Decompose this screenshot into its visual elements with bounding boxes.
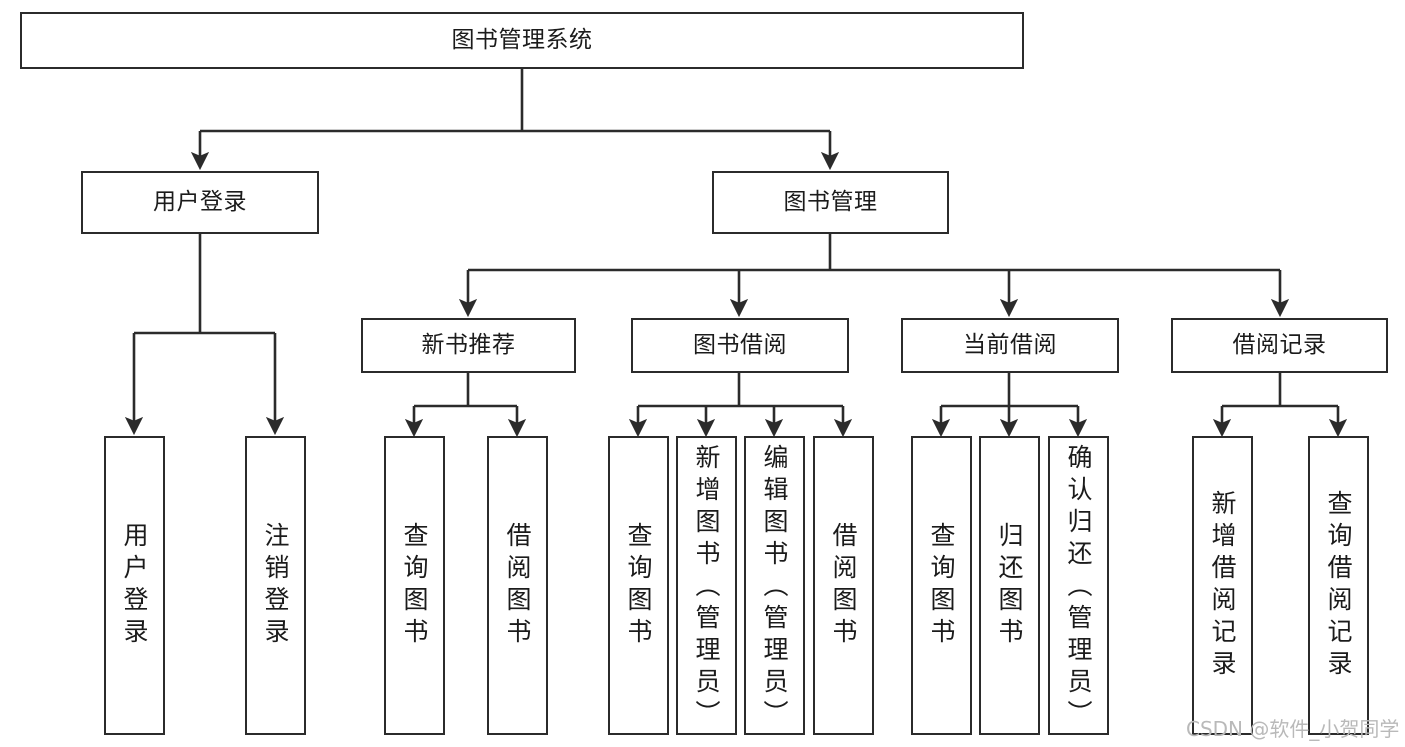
- leaf-records-query-record[interactable]: 查询借阅记录: [1308, 436, 1369, 735]
- leaf-borrow-query-book[interactable]: 查询图书: [608, 436, 669, 735]
- node-label: 用户登录: [153, 188, 247, 215]
- node-label: 确认归还（管理员）: [1064, 444, 1093, 732]
- node-label: 注销登录: [261, 521, 290, 650]
- node-label: 图书借阅: [693, 331, 787, 358]
- leaf-current-confirm-return-admin[interactable]: 确认归还（管理员）: [1048, 436, 1109, 735]
- node-label: 新书推荐: [421, 331, 516, 358]
- node-label: 查询图书: [400, 521, 429, 650]
- node-book-management[interactable]: 图书管理: [712, 171, 949, 234]
- node-label: 新增图书（管理员）: [692, 444, 721, 732]
- csdn-watermark: CSDN @软件_小贺同学: [1186, 717, 1400, 741]
- leaf-borrow-borrow-book[interactable]: 借阅图书: [813, 436, 874, 735]
- node-label: 借阅图书: [829, 521, 858, 650]
- node-root-system[interactable]: 图书管理系统: [20, 12, 1024, 69]
- node-book-borrow[interactable]: 图书借阅: [631, 318, 849, 373]
- leaf-borrow-add-book-admin[interactable]: 新增图书（管理员）: [676, 436, 737, 735]
- leaf-current-query-book[interactable]: 查询图书: [911, 436, 972, 735]
- node-label: 归还图书: [995, 521, 1024, 650]
- node-label: 借阅记录: [1232, 331, 1327, 358]
- node-borrow-records[interactable]: 借阅记录: [1171, 318, 1388, 373]
- node-label: 查询图书: [927, 521, 956, 650]
- leaf-records-add-record[interactable]: 新增借阅记录: [1192, 436, 1253, 735]
- node-label: 用户登录: [120, 521, 149, 650]
- leaf-recommend-query-book[interactable]: 查询图书: [384, 436, 445, 735]
- leaf-recommend-borrow-book[interactable]: 借阅图书: [487, 436, 548, 735]
- leaf-current-return-book[interactable]: 归还图书: [979, 436, 1040, 735]
- node-label: 查询图书: [624, 521, 653, 650]
- node-new-book-recommend[interactable]: 新书推荐: [361, 318, 576, 373]
- leaf-borrow-edit-book-admin[interactable]: 编辑图书（管理员）: [744, 436, 805, 735]
- node-user-login[interactable]: 用户登录: [81, 171, 319, 234]
- node-label: 借阅图书: [503, 521, 532, 650]
- leaf-user-login-signin[interactable]: 用户登录: [104, 436, 165, 735]
- node-label: 当前借阅: [963, 331, 1057, 358]
- node-label: 图书管理系统: [451, 26, 593, 53]
- node-label: 图书管理: [783, 188, 878, 215]
- node-label: 新增借阅记录: [1208, 489, 1237, 682]
- node-current-borrow[interactable]: 当前借阅: [901, 318, 1119, 373]
- node-label: 查询借阅记录: [1324, 489, 1353, 682]
- node-label: 编辑图书（管理员）: [760, 444, 789, 732]
- leaf-user-login-signout[interactable]: 注销登录: [245, 436, 306, 735]
